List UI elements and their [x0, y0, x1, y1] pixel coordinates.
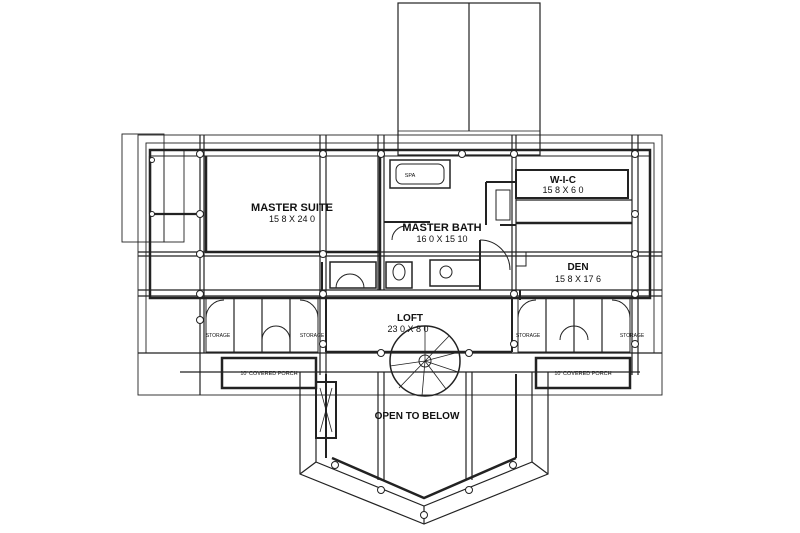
- storage-label-2: STORAGE: [300, 333, 325, 339]
- master-bath-name: MASTER BATH: [402, 222, 481, 234]
- den-name: DEN: [567, 262, 588, 273]
- loft-name: LOFT: [397, 313, 423, 324]
- storage-label-4: STORAGE: [620, 333, 645, 339]
- porch-right-label: 10' COVERED PORCH: [554, 371, 611, 377]
- porch-left-label: 10' COVERED PORCH: [240, 371, 297, 377]
- wic-dims: 15 8 X 6 0: [542, 185, 583, 195]
- wic-name: W-I-C: [550, 175, 576, 186]
- master-suite-name: MASTER SUITE: [251, 202, 333, 214]
- master-bath-dims: 16 0 X 15 10: [416, 234, 467, 244]
- loft-dims: 23 0 X 8 0: [387, 324, 428, 334]
- spa-label: SPA: [405, 173, 416, 179]
- den-dims: 15 8 X 17 6: [555, 274, 601, 284]
- column-markers: [149, 150, 639, 519]
- storage-label-3: STORAGE: [516, 333, 541, 339]
- storage-label-1: STORAGE: [206, 333, 231, 339]
- room-labels: MASTER SUITE 15 8 X 24 0 MASTER BATH 16 …: [206, 173, 645, 422]
- master-suite-dims: 15 8 X 24 0: [269, 214, 315, 224]
- open-to-below-label: OPEN TO BELOW: [375, 411, 460, 422]
